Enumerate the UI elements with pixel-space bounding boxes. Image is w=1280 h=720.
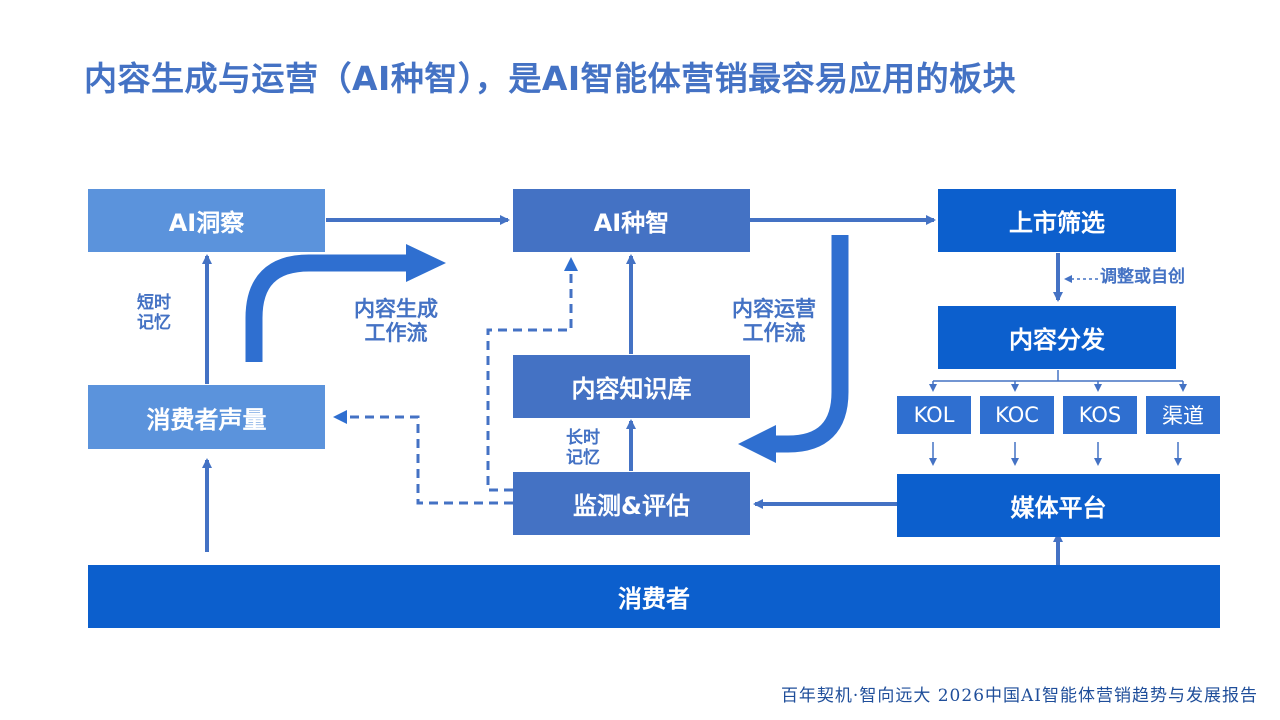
- content-ops-workflow-arrow: [774, 235, 849, 453]
- page-title: 内容生成与运营（AI种智），是AI智能体营销最容易应用的板块: [84, 59, 1017, 98]
- content-gen-workflow-arrowhead: [406, 244, 446, 282]
- long-memory-label: 长时 记忆: [566, 428, 600, 468]
- monitoring-evaluation-box: 监测&评估: [513, 472, 750, 535]
- ai-seeding-box: AI种智: [513, 189, 750, 252]
- short-memory-label: 短时 记忆: [137, 293, 171, 333]
- adjust-or-create-label: 调整或自创: [1100, 267, 1185, 287]
- dashed-monitor-to-voice: [333, 410, 513, 505]
- content-distribution-box: 内容分发: [938, 306, 1176, 369]
- footer-text: 百年契机·智向远大 2026中国AI智能体营销趋势与发展报告: [780, 686, 1258, 706]
- content-ops-workflow-arrowhead: [738, 425, 776, 463]
- channel-kol: KOL: [897, 396, 971, 434]
- channel-koc: KOC: [980, 396, 1054, 434]
- content-knowledge-base-box: 内容知识库: [513, 355, 750, 418]
- ai-insight-box: AI洞察: [88, 189, 325, 252]
- content-ops-workflow-label: 内容运营 工作流: [732, 297, 816, 346]
- dashed-monitor-to-seeding: [486, 257, 578, 492]
- consumer-voice-box: 消费者声量: [88, 385, 325, 449]
- media-platform-box: 媒体平台: [897, 474, 1220, 537]
- channel-kos: KOS: [1063, 396, 1137, 434]
- launch-screening-box: 上市筛选: [938, 189, 1176, 252]
- channel-retail: 渠道: [1146, 396, 1220, 434]
- channels-to-media: [929, 442, 1182, 466]
- distribution-fanout: [929, 370, 1187, 392]
- content-gen-workflow-arrow: [245, 254, 408, 362]
- consumer-bar: 消费者: [88, 565, 1220, 628]
- content-gen-workflow-label: 内容生成 工作流: [354, 297, 438, 346]
